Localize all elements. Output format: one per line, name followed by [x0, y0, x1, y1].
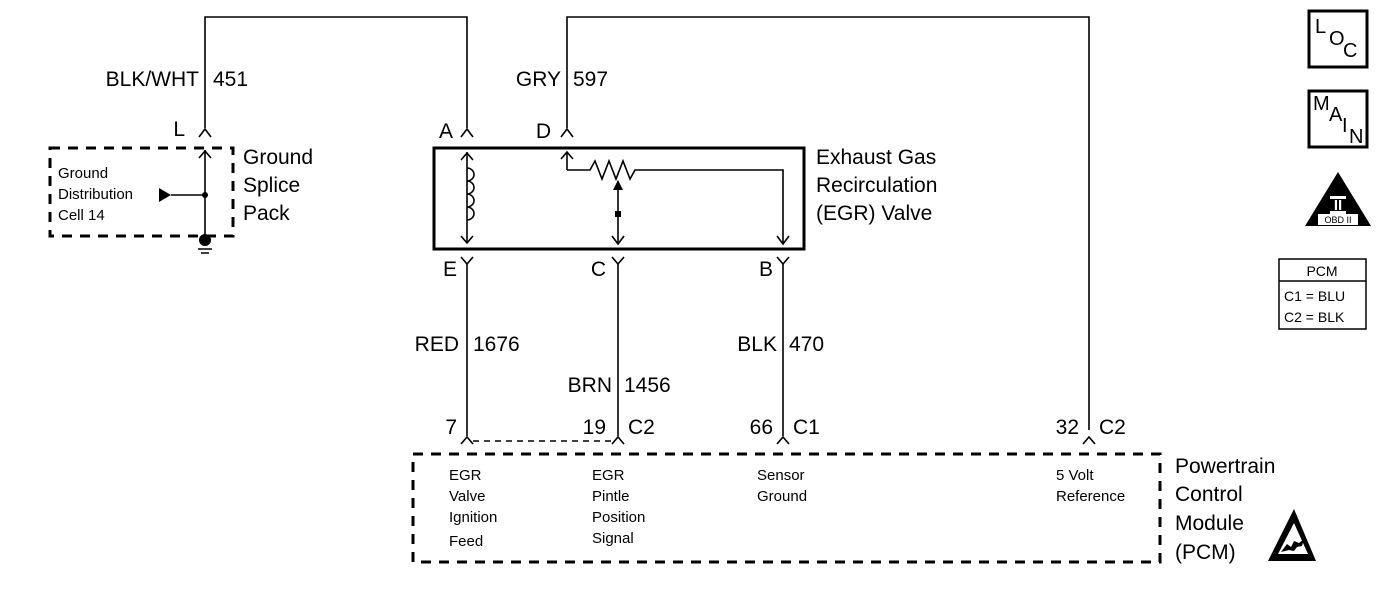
egr-valve-component — [432, 146, 806, 251]
wire-gry-597 — [566, 16, 1090, 430]
pcm-pin-66-connector — [776, 435, 790, 445]
pcm-pin-19-connector-label: C2 — [628, 416, 655, 439]
pcm-pin-7-connector — [460, 435, 474, 445]
wire-color-blk: BLK — [737, 333, 777, 356]
pin-d: D — [536, 120, 551, 143]
legend-main-letter-4: N — [1349, 126, 1363, 148]
connector-a — [460, 127, 474, 138]
egr-title-1: Exhaust Gas — [816, 146, 936, 169]
pcm-module-box — [411, 452, 1162, 564]
ground-splice-title-2: Splice — [243, 174, 300, 197]
legend-pcm-row-1: C1 = BLU — [1284, 288, 1345, 304]
pcm-pin-66: 66 — [750, 416, 773, 439]
pcm-func-1-line-4: Feed — [449, 533, 483, 550]
pin-b: B — [759, 258, 773, 281]
pcm-func-1-line-3: Ignition — [449, 509, 497, 526]
pcm-func-1-line-2: Valve — [449, 488, 485, 505]
pcm-func-3-line-1: Sensor — [757, 467, 805, 484]
pin-c: C — [591, 258, 606, 281]
pcm-pin-19: 19 — [583, 416, 606, 439]
wire-color-red: RED — [415, 333, 459, 356]
wire-circuit-1456: 1456 — [624, 374, 671, 397]
pcm-title-3: Module — [1175, 512, 1244, 535]
legend-main-letter-3: I — [1342, 115, 1348, 137]
egr-title-2: Recirculation — [816, 174, 937, 197]
pcm-pin-7: 7 — [445, 416, 457, 439]
pcm-func-2-line-1: EGR — [592, 467, 625, 484]
pcm-func-4-line-2: Reference — [1056, 488, 1125, 505]
legend-loc-icon: L O C — [1307, 9, 1369, 69]
legend-obd-numeral: II — [1334, 197, 1342, 214]
pcm-title-1: Powertrain — [1175, 455, 1275, 478]
wire-circuit-470: 470 — [789, 333, 824, 356]
egr-title-3: (EGR) Valve — [816, 202, 932, 225]
pcm-title-2: Control — [1175, 483, 1243, 506]
connector-e — [460, 256, 474, 266]
pcm-pin-19-connector — [611, 435, 625, 445]
pcm-func-4-line-1: 5 Volt — [1056, 467, 1094, 484]
pin-l: L — [173, 118, 185, 141]
connector-c — [611, 256, 625, 266]
wire-circuit-597: 597 — [573, 68, 608, 91]
pcm-func-2-line-3: Position — [592, 509, 645, 526]
pin-e: E — [443, 258, 457, 281]
ground-splice-title-3: Pack — [243, 202, 290, 225]
legend-pcm-table: PCM C1 = BLU C2 = BLK — [1278, 258, 1367, 330]
wire-circuit-451: 451 — [213, 68, 248, 91]
ground-distribution-line-3: Cell 14 — [58, 207, 105, 224]
legend-loc-letter-3: C — [1343, 40, 1357, 62]
legend-pcm-title: PCM — [1306, 263, 1337, 279]
legend-main-letter-1: M — [1313, 93, 1330, 115]
legend-loc-letter-1: L — [1315, 16, 1326, 38]
wire-color-brn: BRN — [568, 374, 612, 397]
pcm-func-3-line-2: Ground — [757, 488, 807, 505]
wire-circuit-1676: 1676 — [473, 333, 520, 356]
connector-b — [776, 256, 790, 266]
legend-pcm-row-2: C2 = BLK — [1284, 309, 1345, 325]
connector-d — [560, 127, 574, 138]
connector-l — [198, 127, 212, 138]
esd-warning-icon — [1268, 509, 1316, 561]
wire-blk-wht-451 — [204, 16, 468, 128]
pcm-pin-66-connector-label: C1 — [793, 416, 820, 439]
wire-color-blk-wht: BLK/WHT — [106, 68, 200, 91]
pcm-pin-32-connector-label: C2 — [1099, 416, 1126, 439]
pcm-pin-32: 32 — [1056, 416, 1079, 439]
ground-splice-title-1: Ground — [243, 146, 313, 169]
legend-obd-label: OBD II — [1324, 215, 1351, 225]
pin-a: A — [439, 120, 453, 143]
pcm-title-4: (PCM) — [1175, 541, 1236, 564]
wire-color-gry: GRY — [516, 68, 561, 91]
legend-main-letter-2: A — [1329, 104, 1343, 126]
ground-distribution-line-2: Distribution — [58, 186, 133, 203]
ground-symbol-icon — [199, 234, 211, 246]
ground-splice-pack — [48, 146, 235, 254]
pcm-pin-32-connector — [1082, 435, 1096, 445]
legend-loc-letter-2: O — [1329, 28, 1345, 50]
pcm-func-1-line-1: EGR — [449, 467, 482, 484]
ground-distribution-line-1: Ground — [58, 165, 108, 182]
legend-main-icon: M A I N — [1307, 89, 1369, 149]
legend-obd-ii-icon: II OBD II — [1305, 172, 1371, 226]
pcm-func-2-line-2: Pintle — [592, 488, 630, 505]
pcm-func-2-line-4: Signal — [592, 530, 634, 547]
